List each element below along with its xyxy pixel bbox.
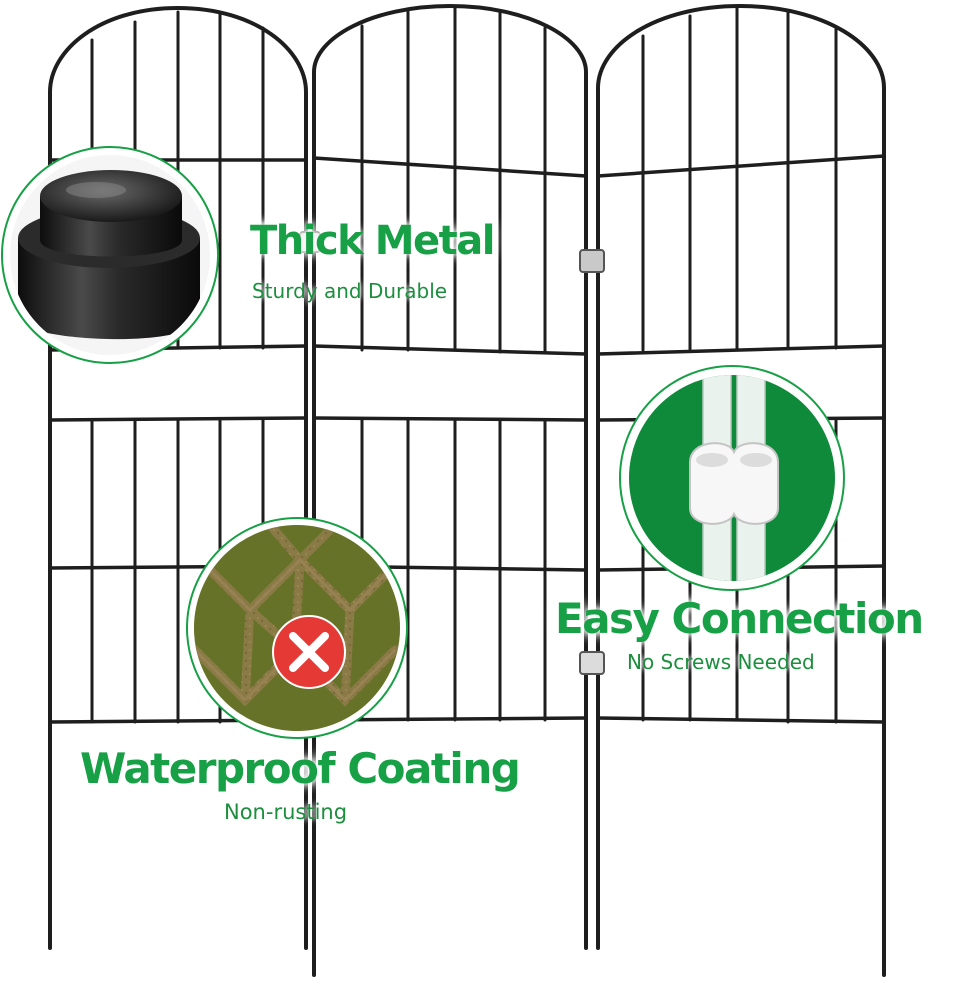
metal-post-cap-icon xyxy=(10,155,210,355)
garden-fence xyxy=(48,3,886,977)
waterproof-coating-subtitle: Non-rusting xyxy=(224,800,348,824)
thick-metal-subtitle: Sturdy and Durable xyxy=(252,279,448,303)
fence-panel-middle xyxy=(312,3,588,977)
waterproof-coating-title: Waterproof Coating xyxy=(80,744,521,793)
clip-connector-icon xyxy=(629,375,835,581)
easy-connection-subtitle: No Screws Needed xyxy=(627,650,815,674)
easy-connection-title: Easy Connection xyxy=(555,594,924,643)
fence-panel-left xyxy=(48,5,308,950)
thick-metal-title: Thick Metal xyxy=(250,218,495,264)
waterproof-badge xyxy=(186,517,408,739)
fence-panel-right xyxy=(596,3,886,977)
thick-metal-badge xyxy=(1,146,219,364)
reject-x-icon xyxy=(272,615,346,689)
easy-connection-badge xyxy=(619,365,845,591)
